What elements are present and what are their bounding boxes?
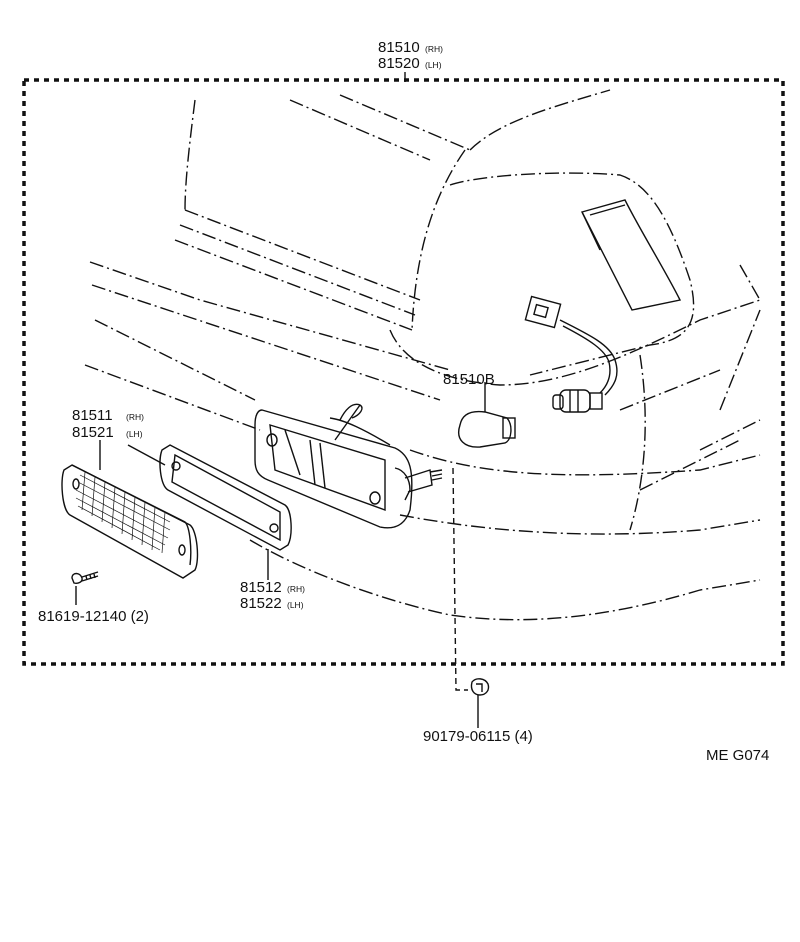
lens-lh-number: 81521: [72, 424, 114, 441]
lens-rh-number: 81511: [72, 407, 113, 424]
nut-icon: [470, 678, 490, 696]
lens-lh-tag: (LH): [126, 429, 143, 439]
screw-part-number: 81619-12140 (2): [38, 608, 149, 625]
gasket-lh-tag: (LH): [287, 600, 304, 610]
assembly-frame: [22, 78, 785, 666]
gasket-top-leader: [127, 444, 166, 466]
assembly-lh-number: 81520: [378, 55, 420, 72]
lens-part: [61, 464, 199, 579]
lamp-housing: [254, 403, 443, 529]
figure-code: ME G074: [706, 747, 769, 764]
lens-rh-tag: (RH): [126, 412, 144, 422]
gasket-rh-number: 81512: [240, 579, 282, 596]
screw-icon: [71, 571, 99, 584]
gasket-part: [159, 444, 292, 551]
assembly-lh-tag: (LH): [425, 60, 442, 70]
assembly-rh-number: 81510: [378, 39, 420, 56]
nut-part-number: 90179-06115 (4): [423, 728, 533, 745]
wire-harness: [524, 295, 618, 413]
gasket-lh-number: 81522: [240, 595, 282, 612]
gasket-rh-tag: (RH): [287, 584, 305, 594]
bulb-icon: [458, 410, 516, 448]
nut-phantom-line: [452, 467, 468, 691]
bulb-number: 81510B: [443, 371, 495, 388]
vehicle-body-outline: [84, 89, 761, 621]
assembly-rh-tag: (RH): [425, 44, 443, 54]
